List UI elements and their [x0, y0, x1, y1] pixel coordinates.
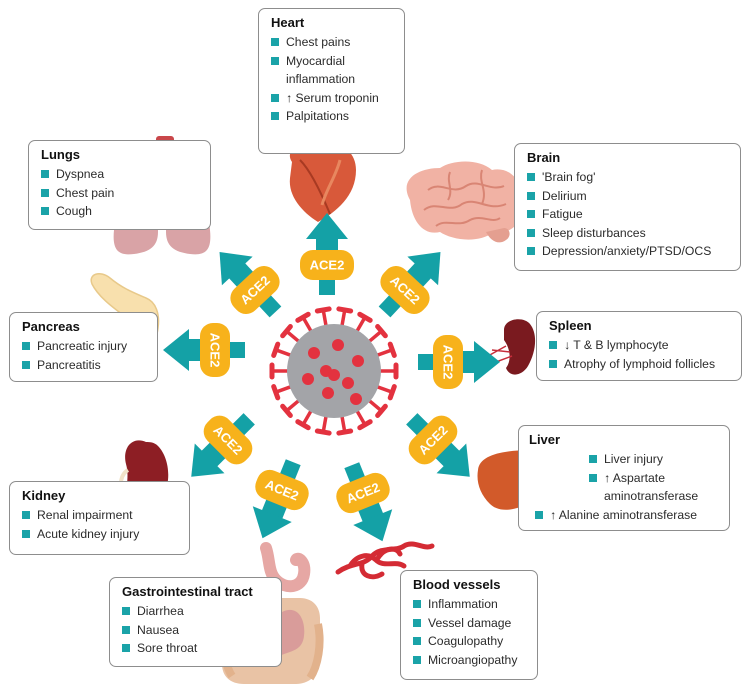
sars-cov-2-virus [269, 306, 399, 436]
virus-spike [301, 316, 314, 334]
virus-protein-dot [308, 347, 320, 359]
spleen-box: Spleen ↓ T & B lymphocyte Atrophy of lym… [536, 311, 742, 381]
blood-vessels-title: Blood vessels [413, 577, 501, 592]
gi-item: Diarrhea [122, 602, 271, 621]
virus-spike-tip [357, 311, 373, 323]
pancreas-ace2-badge: ACE2 [200, 323, 230, 377]
blood-ace2-badge: ACE2 [336, 472, 390, 514]
brain-item: 'Brain fog' [527, 168, 730, 187]
virus-spike-tip [336, 428, 354, 436]
virus-spike [354, 316, 367, 334]
lungs-title: Lungs [41, 147, 80, 162]
spleen-item: ↓ T & B lymphocyte [549, 336, 731, 355]
pancreas-item: Pancreatitis [22, 356, 147, 375]
virus-spike-tip [280, 403, 293, 418]
kidney-title: Kidney [22, 488, 66, 503]
virus-spike-tip [271, 384, 281, 401]
heart-item: Palpitations [271, 107, 394, 126]
virus-spike [374, 348, 393, 358]
virus-spike-tip [314, 306, 332, 314]
virus-spike-tip [375, 324, 388, 339]
gi-item: Nausea [122, 621, 271, 640]
virus-protein-dot [322, 387, 334, 399]
virus-spike [366, 397, 383, 413]
brain-item: Depression/anxiety/PTSD/OCS [527, 242, 730, 261]
spleen-item: Atrophy of lymphoid follicles [549, 355, 731, 374]
virus-spike-tip [375, 403, 388, 418]
brain-box: Brain 'Brain fog' Delirium Fatigue Sleep… [514, 143, 741, 271]
virus-spike [275, 384, 294, 394]
ace2-label: ACE2 [310, 258, 345, 273]
virus-protein-dot [342, 377, 354, 389]
blood-vessels-box: Blood vessels Inflammation Vessel damage… [400, 570, 538, 680]
liver-box: Liver Liver injury ↑ Aspartate aminotran… [518, 425, 730, 531]
virus-spike-tip [271, 341, 281, 358]
virus-spike [374, 384, 393, 394]
kidney-item: Renal impairment [22, 506, 179, 525]
liver-item: ↑ Alanine aminotransferase [535, 506, 719, 525]
kidney-item: Acute kidney injury [22, 525, 179, 544]
virus-protein-dot [328, 369, 340, 381]
gi-ace2-badge: ACE2 [255, 469, 309, 511]
virus-protein-dot [332, 339, 344, 351]
virus-spike-tip [280, 324, 293, 339]
lungs-item: Chest pain [41, 184, 200, 203]
virus-protein-dot [352, 355, 364, 367]
brain-item: Sleep disturbances [527, 224, 730, 243]
heart-item: Chest pains [271, 33, 394, 52]
blood-vessels-illustration [335, 541, 435, 580]
virus-protein-dot [350, 393, 362, 405]
kidney-box: Kidney Renal impairment Acute kidney inj… [9, 481, 190, 555]
virus-spike [285, 329, 302, 345]
brain-title: Brain [527, 150, 561, 165]
blood-vessels-item: Inflammation [413, 595, 527, 614]
virus-spike-tip [336, 306, 354, 314]
heart-title: Heart [271, 15, 305, 30]
virus-spike-tip [387, 341, 397, 358]
brain-item: Fatigue [527, 205, 730, 224]
heart-item: Myocardial inflammation [271, 52, 396, 89]
heart-box: Heart Chest pains Myocardial inflammatio… [258, 8, 405, 154]
virus-protein-dot [302, 373, 314, 385]
heart-item: ↑ Serum troponin [271, 89, 394, 108]
virus-spike-tip [357, 419, 373, 431]
spleen-illustration [487, 319, 536, 375]
heart-ace2-badge: ACE2 [300, 250, 354, 280]
virus-spike-tip [295, 311, 311, 323]
gi-box: Gastrointestinal tract Diarrhea Nausea S… [109, 577, 282, 667]
gi-item: Sore throat [122, 639, 271, 658]
blood-vessels-item: Vessel damage [413, 614, 527, 633]
ace2-label: ACE2 [441, 345, 456, 380]
spleen-ace2-badge: ACE2 [433, 335, 463, 389]
brain-illustration [406, 161, 523, 243]
liver-item: Liver injury [589, 450, 719, 469]
virus-spike [366, 329, 383, 345]
lungs-item: Cough [41, 202, 200, 221]
virus-spike-tip [387, 384, 397, 401]
virus-spike [285, 397, 302, 413]
pancreas-title: Pancreas [22, 319, 80, 334]
pancreas-item: Pancreatic injury [22, 337, 147, 356]
virus-spike-tip [295, 419, 311, 431]
lungs-item: Dyspnea [41, 165, 200, 184]
spleen-title: Spleen [549, 318, 592, 333]
pancreas-box: Pancreas Pancreatic injury Pancreatitis [9, 312, 158, 382]
ace2-label: ACE2 [208, 333, 223, 368]
virus-spike [275, 348, 294, 358]
gi-title: Gastrointestinal tract [122, 584, 253, 599]
blood-vessels-item: Coagulopathy [413, 632, 527, 651]
brain-item: Delirium [527, 187, 730, 206]
lungs-box: Lungs Dyspnea Chest pain Cough [28, 140, 211, 230]
blood-vessels-item: Microangiopathy [413, 651, 527, 670]
liver-title: Liver [529, 432, 561, 447]
virus-spike-tip [314, 428, 332, 436]
liver-item: ↑ Aspartate aminotransferase [589, 469, 724, 506]
